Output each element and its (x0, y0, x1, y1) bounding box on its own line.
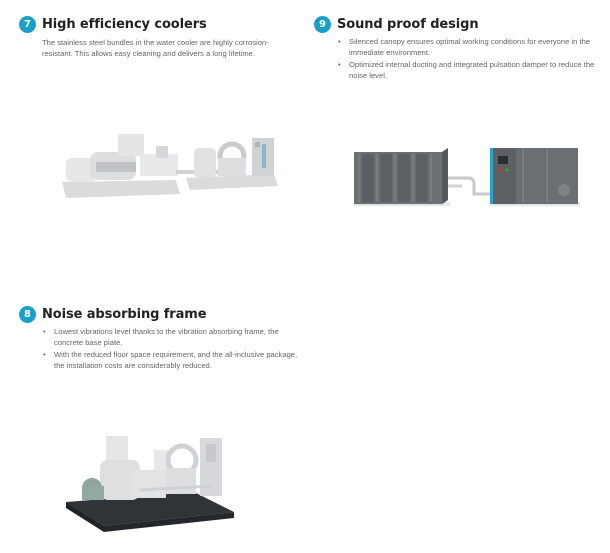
bullet-list: Silenced canopy ensures optimal working … (337, 36, 600, 81)
section-title: Noise absorbing frame (42, 307, 207, 322)
bullet-item: Optimized internal ducting and integrate… (337, 59, 600, 81)
section-number-badge: 9 (314, 16, 331, 33)
section-sound-proof-design: 9 Sound proof design Silenced canopy ens… (314, 16, 600, 82)
section-heading: 8 Noise absorbing frame (19, 306, 309, 323)
bullet-item: Lowest vibrations level thanks to the vi… (42, 326, 309, 348)
section-title: Sound proof design (337, 17, 479, 32)
bullet-list: Lowest vibrations level thanks to the vi… (42, 326, 309, 371)
section-title: High efficiency coolers (42, 17, 207, 32)
section-high-efficiency-coolers: 7 High efficiency coolers The stainless … (19, 16, 289, 59)
section-number-badge: 8 (19, 306, 36, 323)
sound-proof-canopy-illustration (354, 148, 580, 206)
bullet-item: Silenced canopy ensures optimal working … (337, 36, 600, 58)
section-number-badge: 7 (19, 16, 36, 33)
section-heading: 7 High efficiency coolers (19, 16, 289, 33)
section-noise-absorbing-frame: 8 Noise absorbing frame Lowest vibration… (19, 306, 309, 372)
compressor-cooler-illustration (62, 134, 278, 198)
section-heading: 9 Sound proof design (314, 16, 600, 33)
bullet-item: With the reduced floor space requirement… (42, 349, 309, 371)
section-description: The stainless steel bundles in the water… (42, 38, 269, 58)
noise-absorbing-frame-illustration (66, 436, 234, 532)
